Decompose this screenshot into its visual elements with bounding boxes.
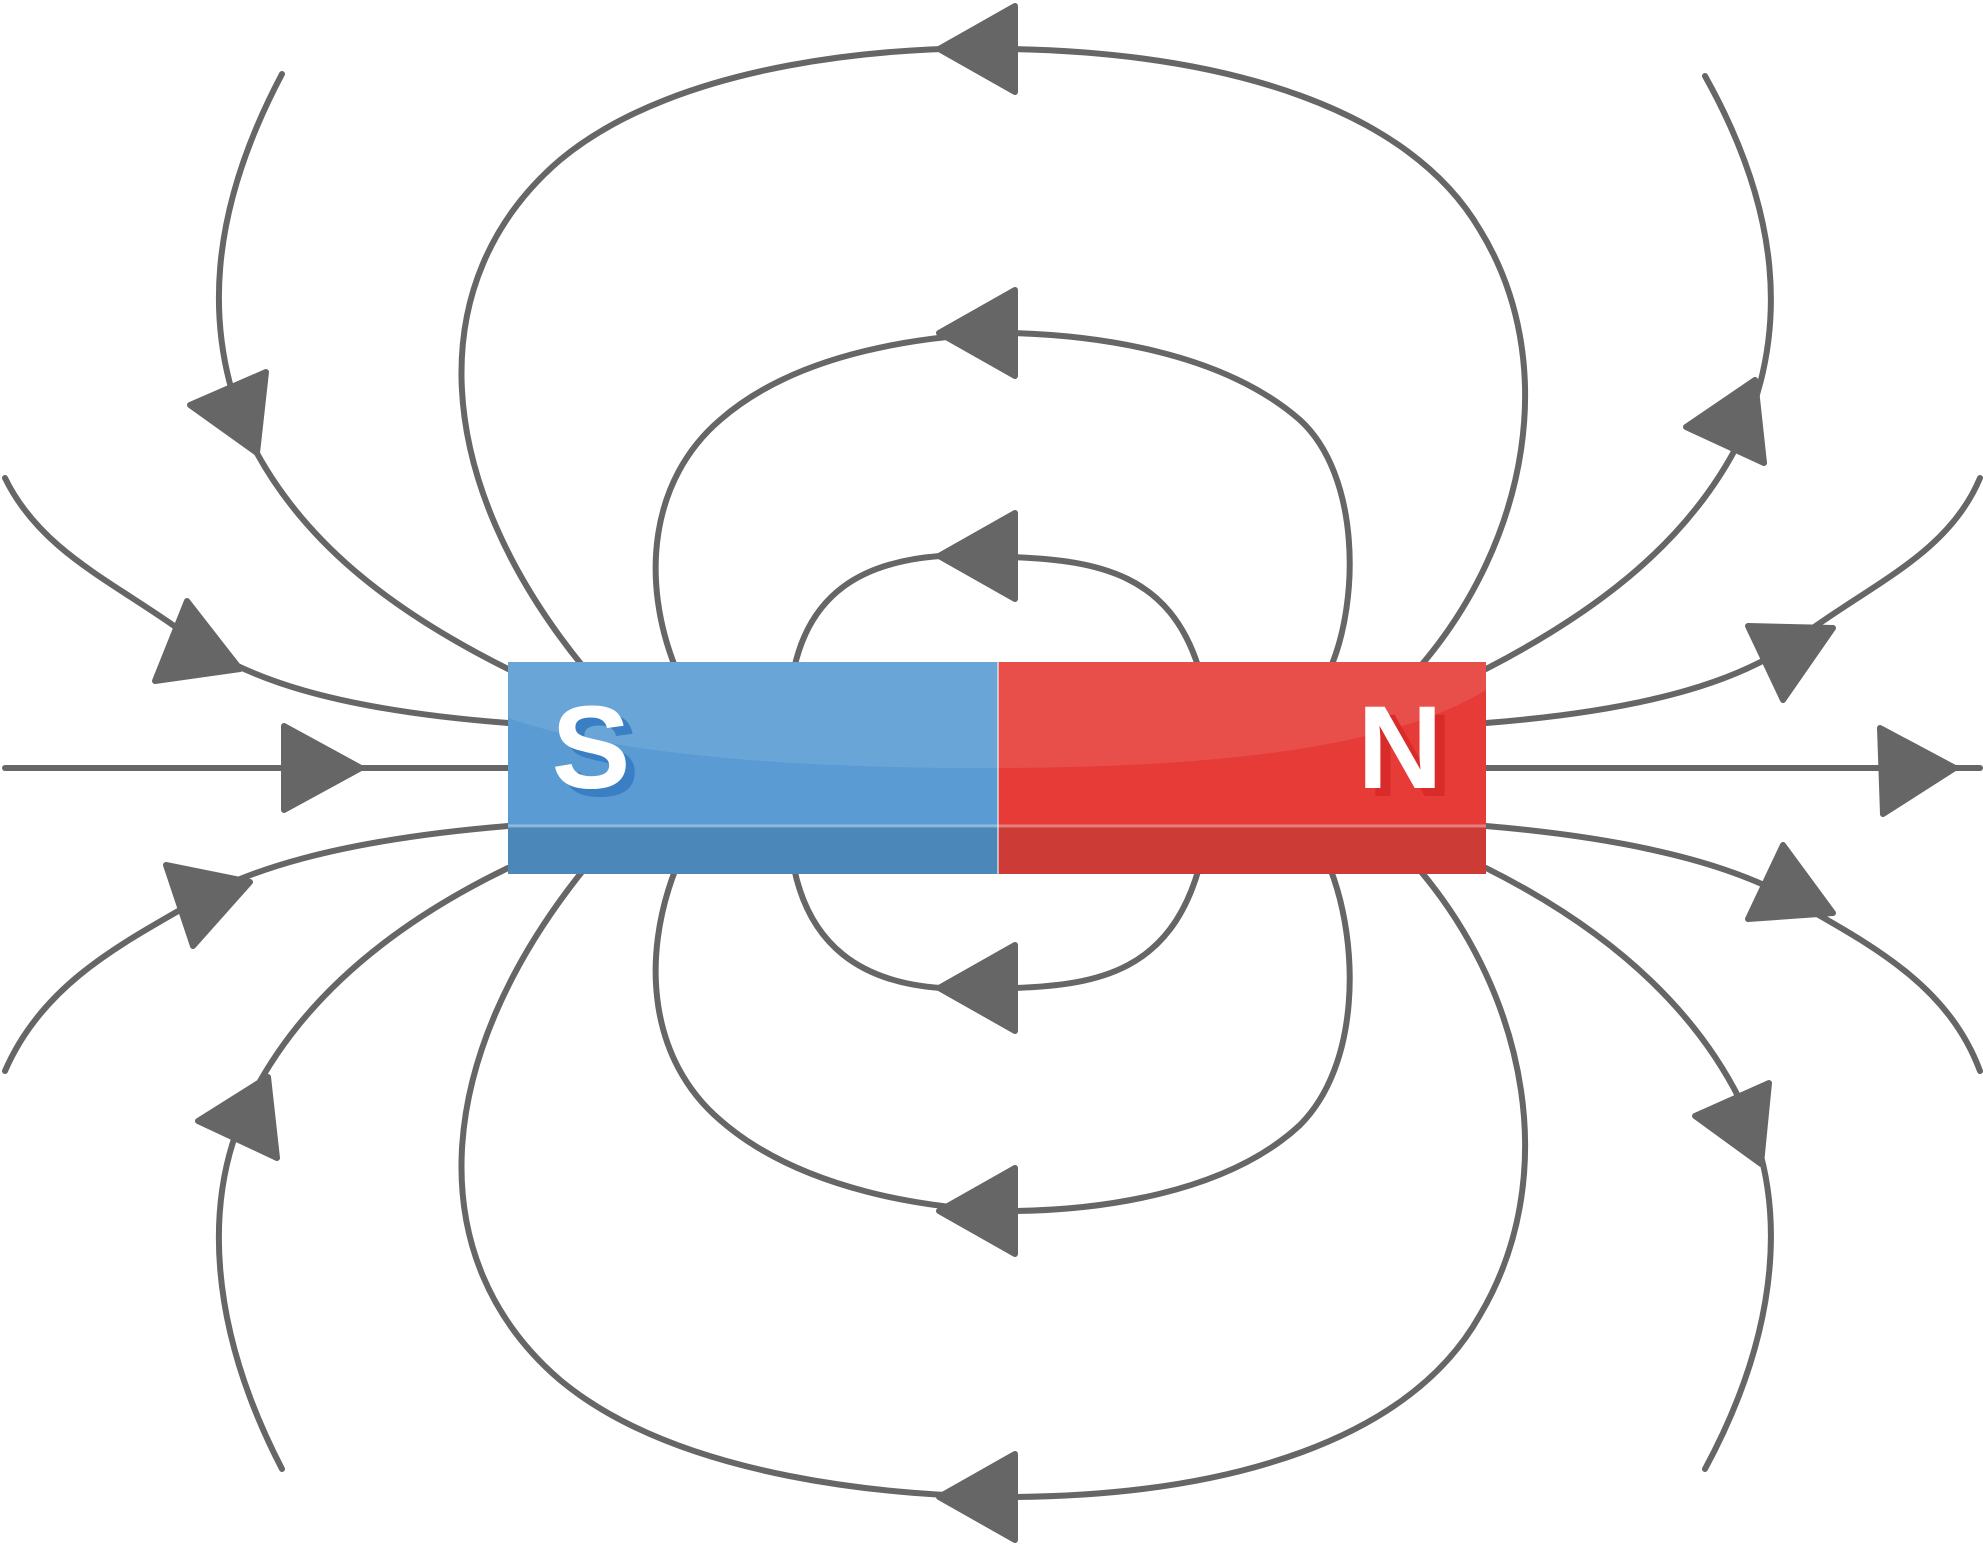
arrow-top-middle (936, 287, 1018, 379)
arrow-right-lower-steep (1692, 1080, 1772, 1167)
magnet-north-half (998, 662, 1486, 826)
arrow-bottom-middle (936, 1165, 1018, 1257)
field-line-right-lower-shallow (1483, 823, 1983, 1074)
arrow-left-upper-shallow (152, 598, 243, 684)
south-pole-letter: S (552, 682, 631, 814)
arrow-left-upper-steep (187, 369, 269, 456)
arrow-left-axis (281, 723, 364, 813)
field-line-left-lower-shallow (2, 823, 511, 1074)
magnet-south-lower-shade (508, 826, 998, 874)
field-line-bottom-middle (652, 865, 1353, 1215)
arrow-left-lower-shallow (163, 862, 253, 949)
bar-magnet: S S N N (508, 662, 1486, 874)
north-pole-letter-shadow: N (1367, 690, 1452, 822)
arrow-right-upper-steep (1683, 377, 1767, 466)
south-pole-letter-shadow: S (561, 690, 640, 822)
arrow-top-inner (936, 510, 1018, 602)
field-line-right-upper-shallow (1483, 475, 1983, 726)
magnet-south-half (508, 662, 998, 826)
field-line-right-lower-steep (1483, 865, 1774, 1472)
arrow-right-lower-shallow (1745, 842, 1836, 922)
field-line-left-upper-shallow (2, 475, 511, 726)
arrow-left-lower-steep (195, 1074, 280, 1161)
magnet-north-lower-shade (998, 826, 1486, 874)
arrow-bottom-outer (936, 1451, 1018, 1543)
field-line-top-middle (652, 329, 1353, 672)
arrow-right-upper-shallow (1745, 623, 1836, 703)
field-line-right-upper-steep (1483, 73, 1774, 672)
field-line-left-lower-steep (215, 865, 511, 1472)
field-arrows (152, 3, 1958, 1543)
arrow-bottom-inner (936, 942, 1018, 1034)
arrow-top-outer (936, 3, 1018, 95)
north-pole-letter: N (1357, 682, 1442, 814)
arrow-right-axis (1877, 725, 1958, 817)
